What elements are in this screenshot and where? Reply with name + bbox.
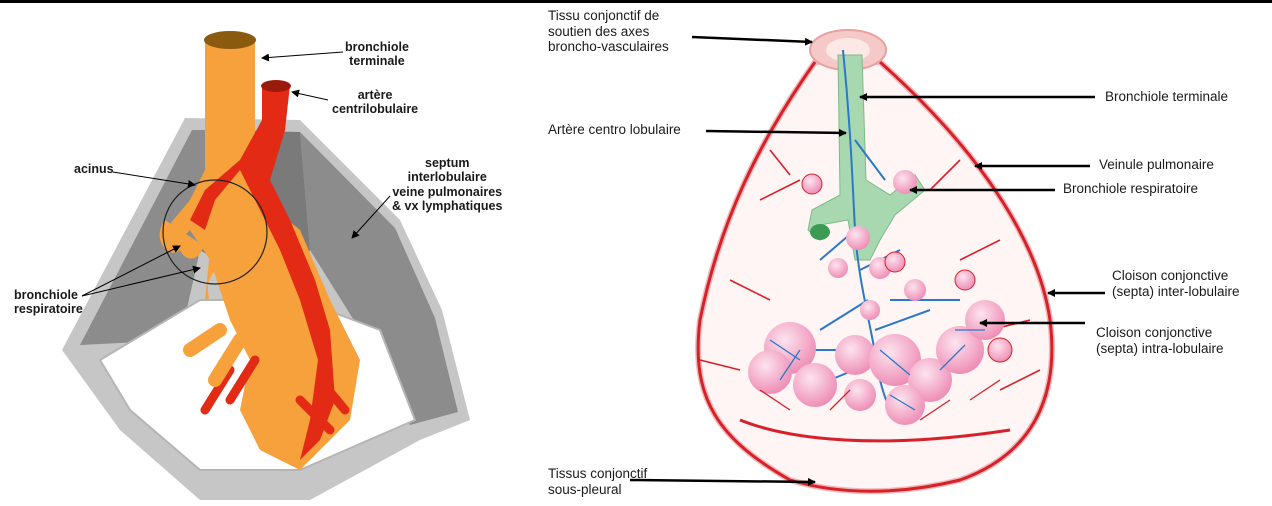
- label-artere-centrilobulaire: artère centrilobulaire: [332, 88, 418, 117]
- label-line: veine pulmonaires: [392, 185, 502, 199]
- label-line: (septa) intra-lobulaire: [1096, 341, 1224, 357]
- label-line: artère: [332, 88, 418, 102]
- label-line: bronchiole: [345, 40, 409, 54]
- label-line: respiratoire: [14, 302, 83, 316]
- label-line: Tissus conjonctif: [548, 466, 647, 482]
- label-line: bronchiole: [14, 288, 83, 302]
- label-tissu-conjonctif-soutien: Tissu conjonctif de soutien des axes bro…: [548, 8, 669, 55]
- label-line: (septa) inter-lobulaire: [1112, 284, 1240, 300]
- label-bronchiole-terminale: bronchiole terminale: [345, 40, 409, 69]
- label-line: terminale: [345, 54, 409, 68]
- label-line: Tissu conjonctif de: [548, 8, 669, 24]
- artery-lumen: [261, 80, 291, 92]
- label-line: Cloison conjonctive: [1112, 268, 1240, 284]
- label-cloison-inter-lobulaire: Cloison conjonctive (septa) inter-lobula…: [1112, 268, 1240, 299]
- label-line: interlobulaire: [392, 170, 502, 184]
- label-bronchiole-respiratoire-right: Bronchiole respiratoire: [1063, 181, 1198, 197]
- label-cloison-intra-lobulaire: Cloison conjonctive (septa) intra-lobula…: [1096, 325, 1224, 356]
- label-veinule-pulmonaire: Veinule pulmonaire: [1099, 157, 1214, 173]
- label-line: centrilobulaire: [332, 102, 418, 116]
- label-artere-centro-lobulaire: Artère centro lobulaire: [548, 122, 681, 138]
- bronchiole-lumen: [204, 31, 256, 49]
- label-septum-interlobulaire: septum interlobulaire veine pulmonaires …: [392, 156, 502, 214]
- right-lobule-figure: [630, 30, 1105, 491]
- label-line: sous-pleural: [548, 482, 647, 498]
- label-bronchiole-terminale-right: Bronchiole terminale: [1105, 89, 1228, 105]
- label-line: soutien des axes: [548, 24, 669, 40]
- label-line: septum: [392, 156, 502, 170]
- label-bronchiole-respiratoire-left: bronchiole respiratoire: [14, 288, 83, 317]
- label-line: & vx lymphatiques: [392, 199, 502, 213]
- label-line: Cloison conjonctive: [1096, 325, 1224, 341]
- label-tissus-sous-pleural: Tissus conjonctif sous-pleural: [548, 466, 647, 497]
- label-line: broncho-vasculaires: [548, 39, 669, 55]
- label-acinus: acinus: [74, 162, 114, 176]
